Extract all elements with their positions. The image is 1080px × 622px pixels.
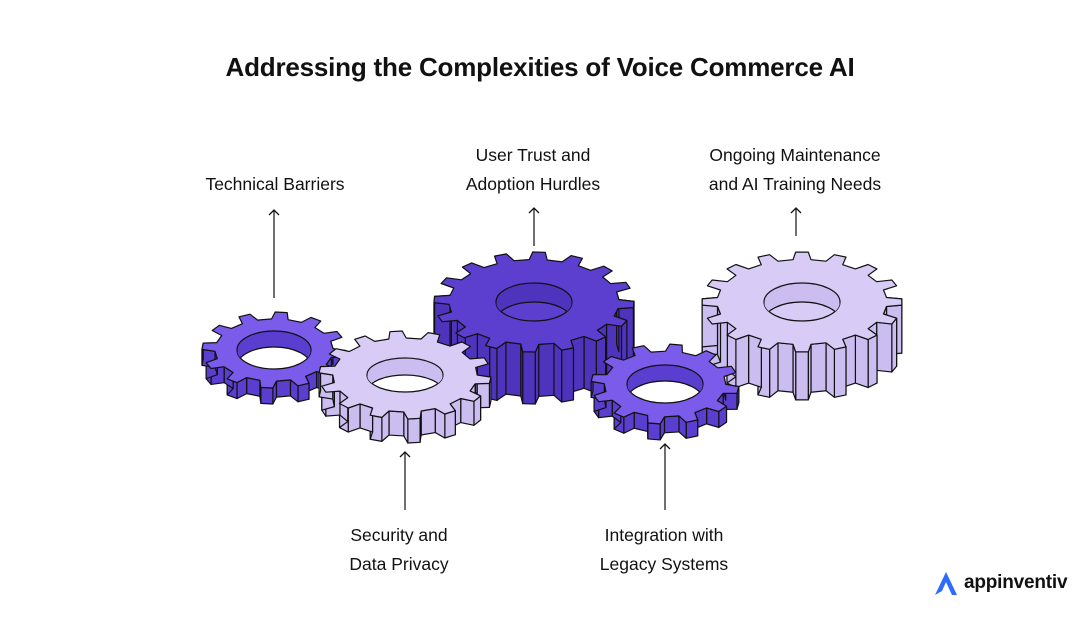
gear-side-face <box>647 422 661 441</box>
label-integration-line-2: Legacy Systems <box>599 554 729 574</box>
gear-side-face <box>833 346 847 398</box>
logo-text: appinventiv <box>964 572 1068 593</box>
gear-side-face <box>522 351 536 405</box>
gear-side-face <box>810 342 827 393</box>
gear-security-privacy <box>318 330 492 444</box>
gear-side-face <box>735 334 750 389</box>
label-technical-barriers: Technical Barriers <box>155 170 395 199</box>
gear-side-face <box>663 415 680 434</box>
gear-hole-inner-wall <box>764 283 840 321</box>
appinventiv-logo: appinventiv <box>932 568 1068 598</box>
gear-side-face <box>561 347 575 403</box>
label-trust-line-1: User Trust and <box>475 145 591 165</box>
gear-side-face <box>825 342 835 398</box>
gear-side-face <box>795 351 809 401</box>
label-user-trust: User Trust and Adoption Hurdles <box>413 141 653 199</box>
label-technical-line-1: Technical Barriers <box>205 174 345 194</box>
gear-side-face <box>496 341 507 402</box>
gear-side-face <box>891 317 898 373</box>
gear-side-face <box>388 410 405 437</box>
gear-side-face <box>359 403 374 433</box>
gear-side-face <box>777 342 794 393</box>
label-integration-legacy: Integration with Legacy Systems <box>544 521 784 579</box>
gear-side-face <box>420 407 436 436</box>
gear-side-face <box>505 341 522 397</box>
label-maintenance-line-1: Ongoing Maintenance <box>709 145 881 165</box>
gear-ongoing-maintenance <box>701 251 903 401</box>
label-integration-line-1: Integration with <box>604 525 724 545</box>
gear-side-face <box>260 386 274 405</box>
gear-side-face <box>553 342 563 403</box>
gear-side-face <box>407 417 421 444</box>
gear-side-face <box>347 403 361 433</box>
label-security-privacy: Security and Data Privacy <box>279 521 519 579</box>
gear-side-face <box>854 334 869 389</box>
gear-side-face <box>867 334 878 389</box>
gear-side-face <box>685 419 699 439</box>
gear-side-face <box>275 379 292 398</box>
gear-hole-inner-wall <box>496 283 572 321</box>
gear-integration-legacy <box>590 343 740 441</box>
gear-side-face <box>538 342 555 398</box>
gear-hole-inner-wall <box>627 365 703 401</box>
appinventiv-logo-icon <box>935 572 957 595</box>
gear-side-face <box>444 410 456 439</box>
label-security-line-2: Data Privacy <box>349 554 449 574</box>
label-ongoing-maintenance: Ongoing Maintenance and AI Training Need… <box>665 141 925 199</box>
gear-side-face <box>769 342 779 398</box>
diagram-title: Addressing the Complexities of Voice Com… <box>225 52 855 82</box>
gear-side-face <box>460 397 475 426</box>
gear-hole-inner-wall <box>237 331 311 367</box>
label-security-line-1: Security and <box>350 525 448 545</box>
label-maintenance-line-2: and AI Training Needs <box>708 174 882 194</box>
gear-side-face <box>876 321 893 373</box>
label-trust-line-2: Adoption Hurdles <box>465 174 601 194</box>
